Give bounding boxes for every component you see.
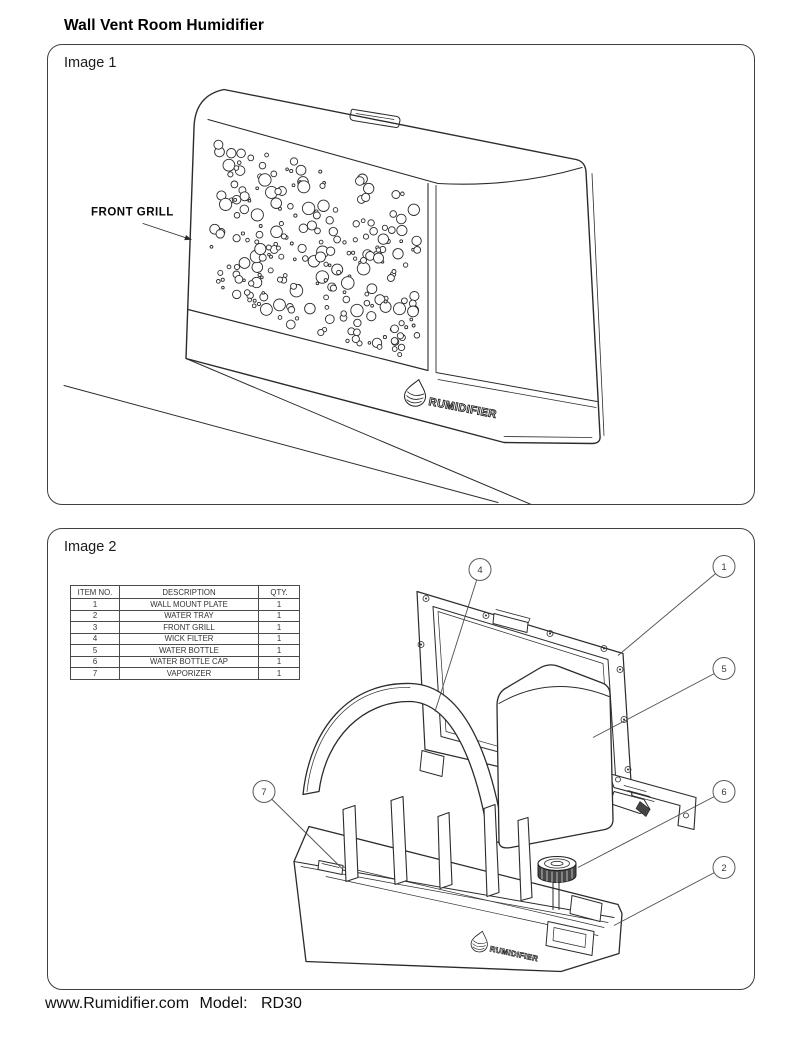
- front-grill-label: FRONT GRILL: [91, 207, 174, 219]
- table-row: 1 WALL MOUNT PLATE 1: [70, 598, 300, 611]
- footer-website: www.Rumidifier.com: [45, 995, 190, 1012]
- callout-water-tray: 2: [712, 856, 736, 879]
- table-cell: 1: [258, 621, 300, 634]
- table-cell: 1: [258, 609, 300, 622]
- front-grill-perforations: [209, 139, 422, 358]
- table-row: 4 WICK FILTER 1: [70, 632, 300, 645]
- table-cell: 1: [258, 644, 300, 657]
- image2-panel: ITEM NO. DESCRIPTION QTY. 1 WALL MOUNT P…: [47, 528, 755, 990]
- tray-fins: [342, 795, 533, 902]
- table-row: 3 FRONT GRILL 1: [70, 621, 300, 634]
- table-cell: 1: [258, 667, 300, 680]
- front-grill-arrow: [142, 223, 192, 241]
- table-cell: 1: [258, 632, 300, 645]
- table-cell: WICK FILTER: [119, 632, 259, 645]
- vaporizer-slot: [317, 860, 344, 875]
- table-header-cell: ITEM NO.: [70, 585, 120, 599]
- page-title: Wall Vent Room Humidifier: [64, 17, 264, 34]
- image1-label: Image 1: [64, 55, 117, 71]
- footer: www.Rumidifier.com Model: RD30: [45, 995, 302, 1013]
- water-drop-icon: [404, 378, 427, 407]
- callout-wick-filter: 4: [468, 558, 492, 581]
- mount-bracket: [608, 772, 697, 831]
- callout-number: 1: [721, 562, 726, 573]
- table-header-cell: QTY.: [258, 585, 300, 599]
- table-cell: 1: [258, 655, 300, 668]
- screw-holes: [417, 595, 632, 773]
- callout-wall-mount-plate: 1: [712, 555, 736, 578]
- table-cell: WATER BOTTLE: [119, 644, 259, 657]
- water-bottle: [496, 664, 614, 849]
- mount-clip: [492, 609, 531, 633]
- footer-model-label: Model:: [199, 995, 248, 1012]
- table-cell: WATER TRAY: [119, 609, 259, 622]
- table-cell: 1: [70, 598, 120, 611]
- table-row: 5 WATER BOTTLE 1: [70, 644, 300, 657]
- table-cell: WATER BOTTLE CAP: [119, 655, 259, 668]
- humidifier-illustration: RUMIDIFIER FRONT GRILL: [63, 88, 605, 504]
- footer-model-value: RD30: [260, 995, 302, 1012]
- table-cell: FRONT GRILL: [119, 621, 259, 634]
- table-cell: 7: [70, 667, 120, 680]
- table-row: 2 WATER TRAY 1: [70, 609, 300, 622]
- table-cell: 5: [70, 644, 120, 657]
- table-row: 6 WATER BOTTLE CAP 1: [70, 655, 300, 668]
- callout-number: 5: [721, 664, 726, 675]
- callout-vaporizer: 7: [252, 780, 276, 803]
- table-cell: 2: [70, 609, 120, 622]
- table-cell: 3: [70, 621, 120, 634]
- table-cell: WALL MOUNT PLATE: [119, 598, 259, 611]
- callout-number: 6: [721, 787, 726, 798]
- humidifier-body: [185, 88, 605, 445]
- callout-water-bottle: 5: [712, 657, 736, 680]
- table-header-row: ITEM NO. DESCRIPTION QTY.: [70, 585, 300, 599]
- parts-table: ITEM NO. DESCRIPTION QTY. 1 WALL MOUNT P…: [70, 585, 300, 680]
- image2-label: Image 2: [64, 539, 117, 555]
- callout-number: 4: [477, 565, 482, 576]
- callout-leader-lines: [263, 566, 725, 926]
- table-row: 7 VAPORIZER 1: [70, 667, 300, 680]
- exploded-view-illustration: RUMIDIFIER: [252, 555, 736, 973]
- image1-panel: RUMIDIFIER FRONT GRILL Image 1: [47, 44, 755, 505]
- water-bottle-cap: [537, 855, 577, 910]
- top-slot-icon: [349, 108, 401, 128]
- table-cell: 4: [70, 632, 120, 645]
- table-header-cell: DESCRIPTION: [119, 585, 259, 599]
- table-cell: VAPORIZER: [119, 667, 259, 680]
- table-cell: 1: [258, 598, 300, 611]
- table-cell: 6: [70, 655, 120, 668]
- background-floor-lines: [63, 358, 532, 504]
- callout-number: 7: [261, 787, 266, 798]
- water-drop-icon: [470, 930, 488, 953]
- front-grill-annotation: FRONT GRILL: [91, 207, 192, 241]
- tray-compartments: [545, 895, 603, 956]
- water-tray: RUMIDIFIER: [293, 795, 623, 973]
- callout-water-bottle-cap: 6: [712, 780, 736, 803]
- callout-number: 2: [721, 863, 726, 874]
